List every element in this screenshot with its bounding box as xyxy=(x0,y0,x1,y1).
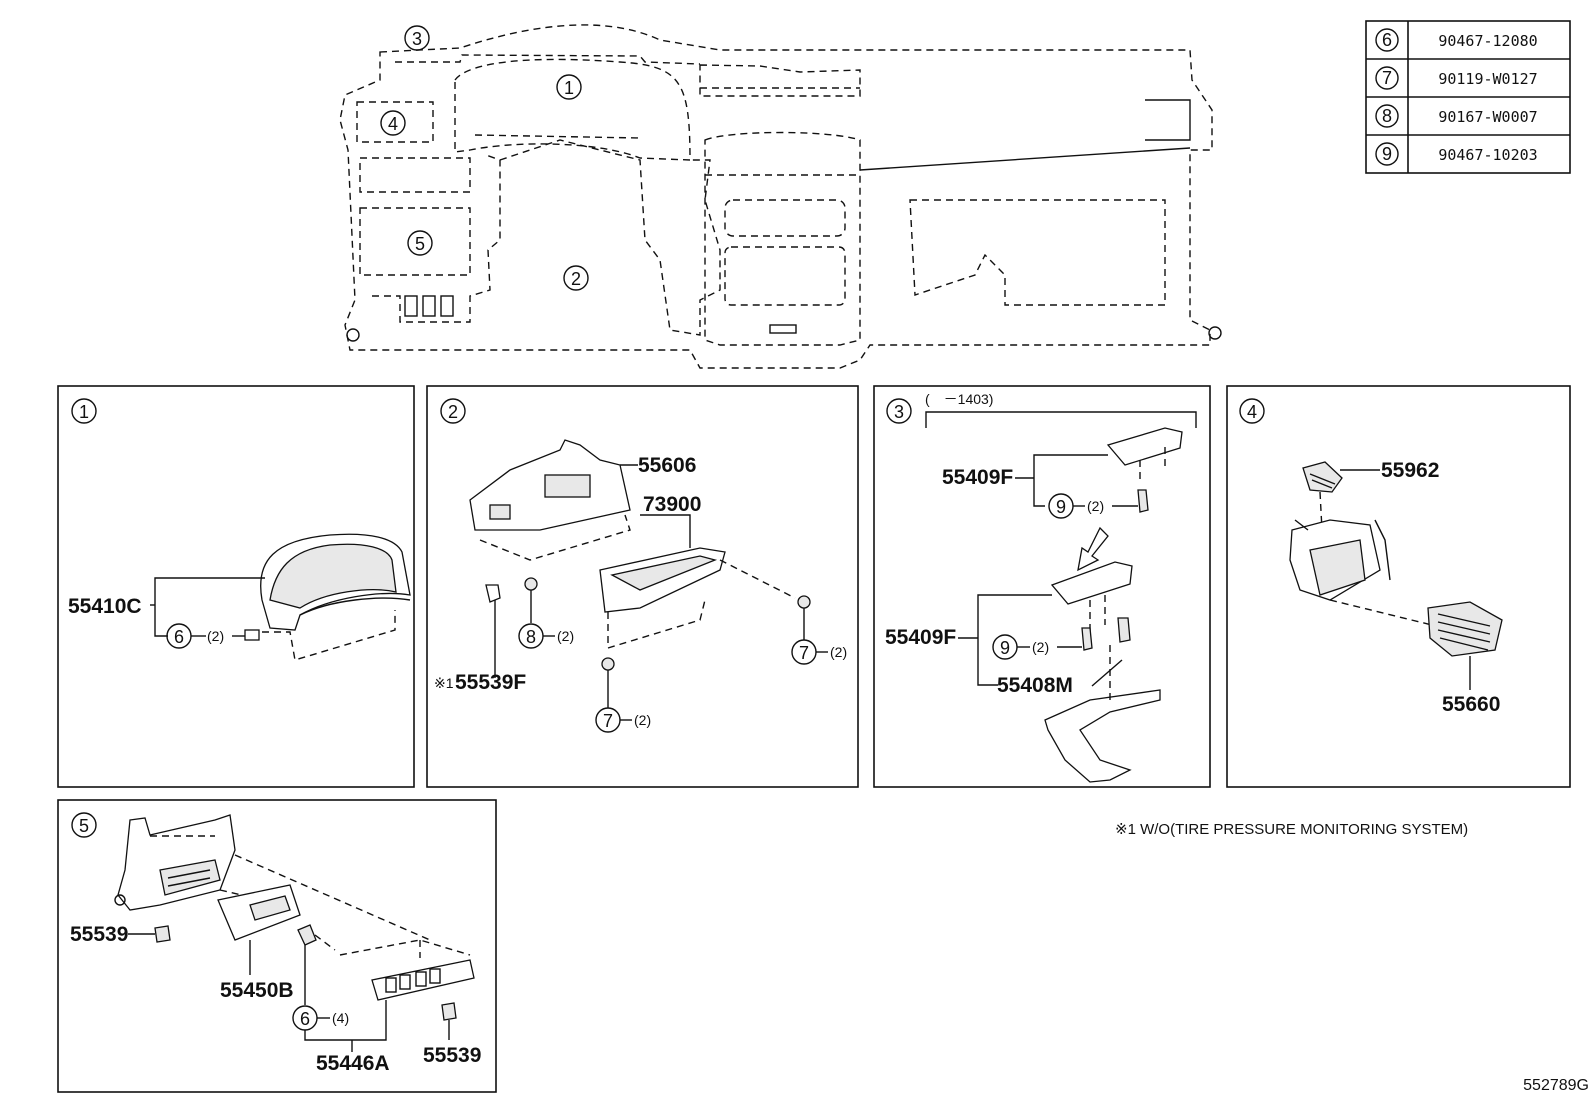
panel-2-part-55606: 55606 xyxy=(638,454,696,477)
legend-ref-7: 7 xyxy=(1382,68,1392,88)
dashboard-overview: 3 1 4 5 2 xyxy=(339,24,1222,369)
panel-2-index: 2 xyxy=(448,402,458,422)
panel-2-ref-7-right: 7 xyxy=(799,643,809,663)
panel-5-index: 5 xyxy=(79,816,89,836)
legend-part-8: 90167-W0007 xyxy=(1438,108,1537,126)
panel-3-part-55409F-top: 55409F xyxy=(942,466,1013,489)
panel-3-qty-9-top: (2) xyxy=(1087,498,1104,514)
diagram-id: 552789G xyxy=(1523,1077,1589,1094)
legend-table: 6 90467-12080 7 90119-W0127 8 90167-W000… xyxy=(1365,20,1571,174)
panel-3-index: 3 xyxy=(894,402,904,422)
panel-1: 1 55410C 6 (2) xyxy=(57,385,415,788)
panel-4: 4 55962 55660 xyxy=(1226,385,1571,788)
legend-ref-9: 9 xyxy=(1382,144,1392,164)
panel-2-qty-7-bottom: (2) xyxy=(634,712,651,728)
panel-5-part-55539-right: 55539 xyxy=(423,1044,481,1067)
overview-callout-3: 3 xyxy=(412,29,422,49)
panel-5-qty-6: (4) xyxy=(332,1010,349,1026)
panel-5-part-55446A: 55446A xyxy=(316,1052,390,1075)
legend-part-6: 90467-12080 xyxy=(1438,32,1537,50)
panel-3-ref-9-top: 9 xyxy=(1056,497,1066,517)
panel-2-qty-8: (2) xyxy=(557,628,574,644)
overview-callout-4: 4 xyxy=(388,114,398,134)
panel-2-note-mark: ※1 xyxy=(434,675,454,691)
panel-3-ref-9-bottom: 9 xyxy=(1000,638,1010,658)
panel-1-part-55410C: 55410C xyxy=(68,595,142,618)
panel-3-range: ( －1403) xyxy=(925,391,993,407)
panel-3-part-55408M: 55408M xyxy=(997,674,1073,697)
panel-3-part-55409F-bottom: 55409F xyxy=(885,626,956,649)
panel-4-part-55962: 55962 xyxy=(1381,459,1439,482)
legend-ref-8: 8 xyxy=(1382,106,1392,126)
footnote: ※1 W/O(TIRE PRESSURE MONITORING SYSTEM) xyxy=(1115,821,1468,838)
panel-2-part-55539F: 55539F xyxy=(455,671,526,694)
legend-part-9: 90467-10203 xyxy=(1438,146,1537,164)
panel-2-ref-8: 8 xyxy=(526,627,536,647)
panel-2-part-73900: 73900 xyxy=(643,493,701,516)
legend-ref-6: 6 xyxy=(1382,30,1392,50)
panel-5: 5 55539 55450B 6 (4) 5544 xyxy=(57,799,497,1093)
panel-2: 2 55606 73900 ※1 55539F 8 (2) 7 (2) xyxy=(426,385,859,788)
panel-4-index: 4 xyxy=(1247,402,1257,422)
panel-2-ref-7-bottom: 7 xyxy=(603,711,613,731)
legend-part-7: 90119-W0127 xyxy=(1438,70,1537,88)
panel-3-qty-9-bottom: (2) xyxy=(1032,639,1049,655)
panel-4-part-55660: 55660 xyxy=(1442,693,1500,716)
panel-1-index: 1 xyxy=(79,402,89,422)
panel-5-part-55539-left: 55539 xyxy=(70,923,128,946)
overview-callout-1: 1 xyxy=(564,78,574,98)
panel-1-ref-6: 6 xyxy=(174,627,184,647)
panel-2-qty-7-right: (2) xyxy=(830,644,847,660)
panel-3: 3 ( －1403) 55409F 9 (2) 55409F 9 (2) 554… xyxy=(873,385,1211,788)
panel-5-ref-6: 6 xyxy=(300,1009,310,1029)
overview-callout-5: 5 xyxy=(415,234,425,254)
overview-callout-2: 2 xyxy=(571,269,581,289)
panel-1-qty: (2) xyxy=(207,628,224,644)
panel-5-part-55450B: 55450B xyxy=(220,979,294,1002)
